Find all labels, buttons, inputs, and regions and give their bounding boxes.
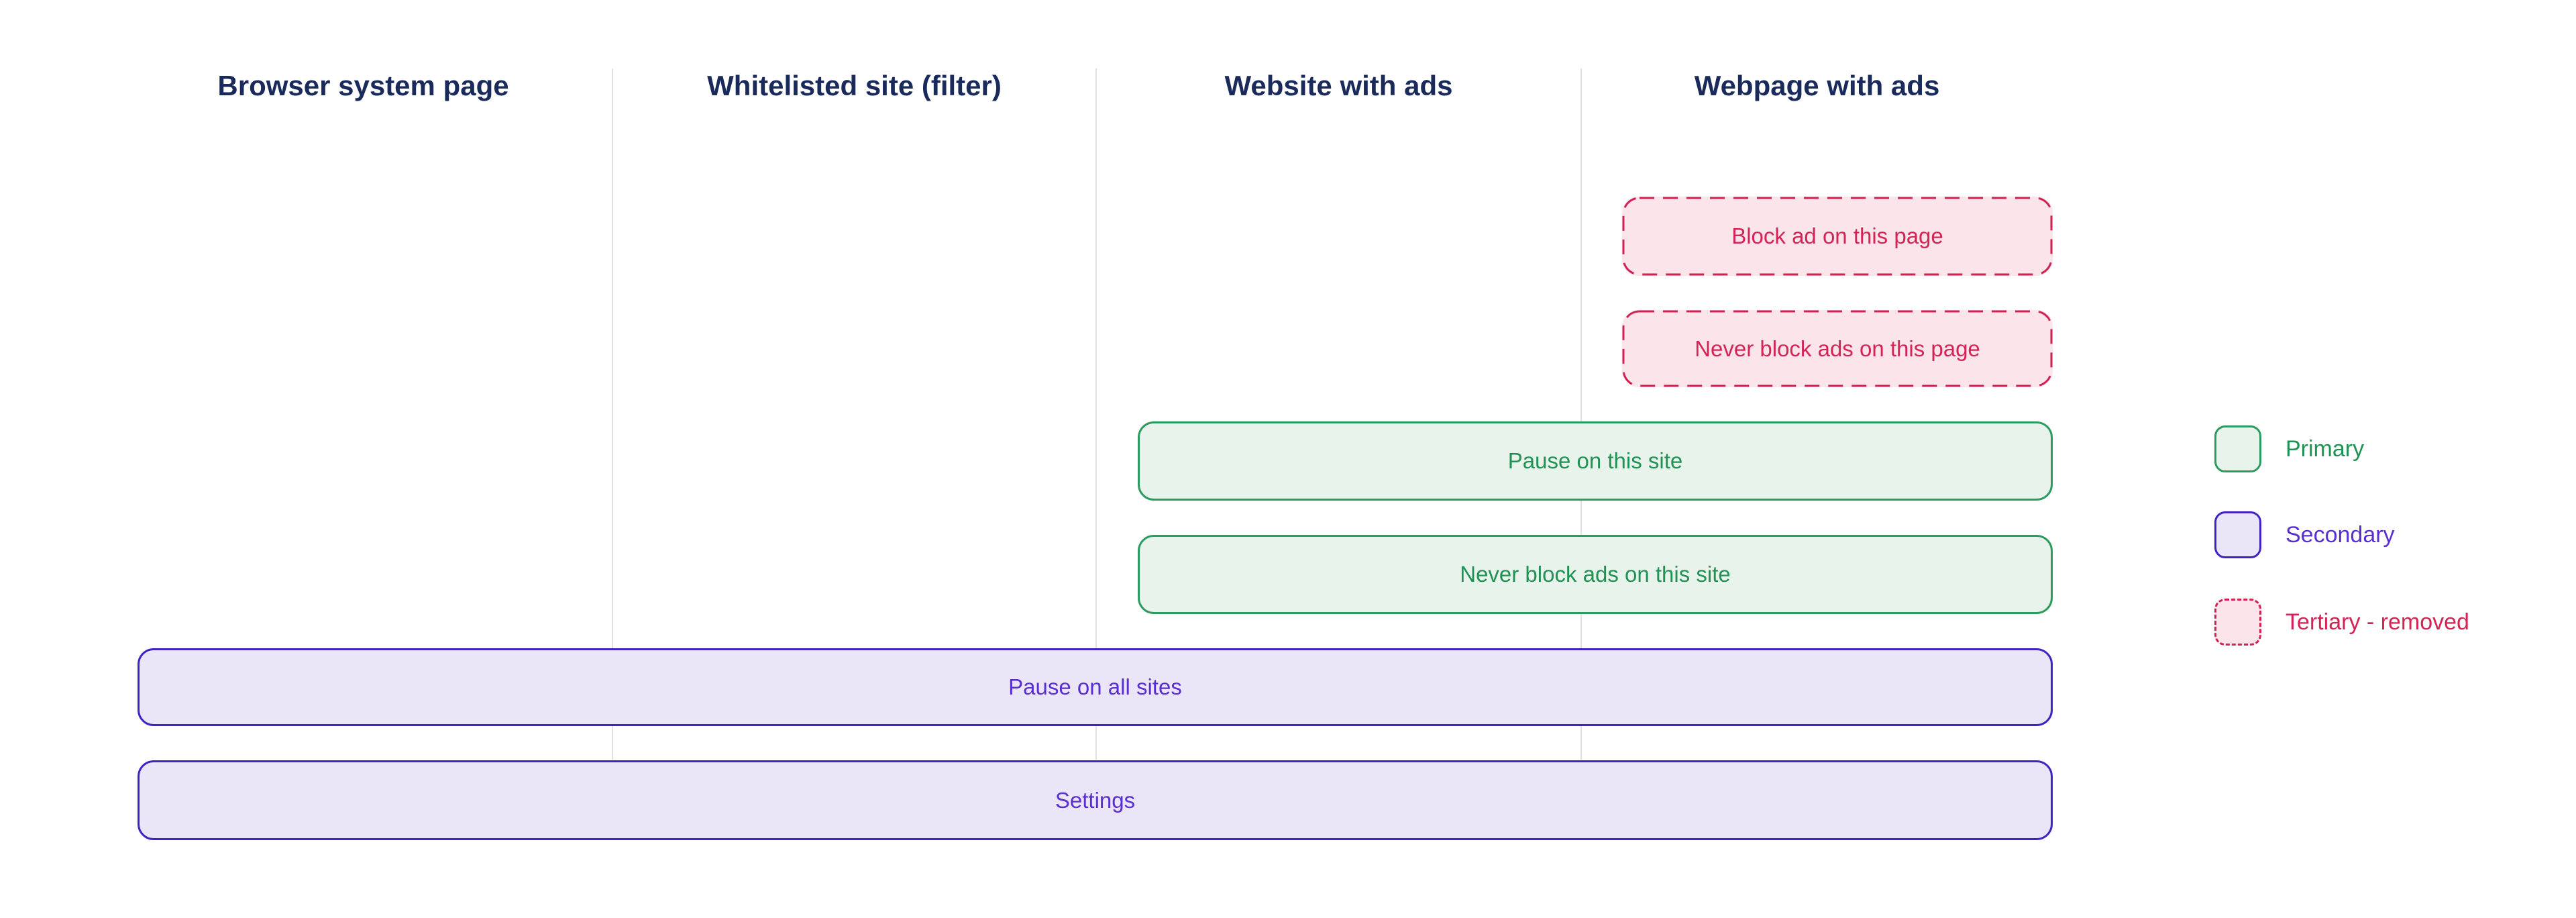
column-header-website-with-ads: Website with ads <box>1224 70 1453 101</box>
settings-button[interactable]: Settings <box>138 760 2053 840</box>
column-divider <box>612 68 613 760</box>
column-divider <box>1095 68 1097 760</box>
block-ad-on-this-page-button[interactable]: Block ad on this page <box>1622 197 2053 276</box>
primary-swatch-icon <box>2214 425 2261 472</box>
legend-label-tertiary: Tertiary - removed <box>2286 609 2469 635</box>
column-header-webpage-with-ads: Webpage with ads <box>1694 70 1940 101</box>
legend-item-primary: Primary <box>2214 425 2364 472</box>
button-label: Never block ads on this page <box>1695 336 1980 361</box>
button-label: Pause on this site <box>1507 448 1683 473</box>
column-header-whitelisted-site: Whitelisted site (filter) <box>707 70 1002 101</box>
column-header-browser-system-page: Browser system page <box>217 70 509 101</box>
never-block-ads-on-this-site-button[interactable]: Never block ads on this site <box>1138 535 2053 614</box>
secondary-swatch-icon <box>2214 511 2261 558</box>
pause-on-this-site-button[interactable]: Pause on this site <box>1138 421 2053 501</box>
pause-on-all-sites-button[interactable]: Pause on all sites <box>138 648 2053 726</box>
legend-label-secondary: Secondary <box>2286 521 2395 548</box>
button-label: Settings <box>1055 787 1136 813</box>
legend-item-tertiary: Tertiary - removed <box>2214 599 2469 646</box>
legend-label-primary: Primary <box>2286 436 2365 462</box>
button-label: Block ad on this page <box>1731 223 1943 248</box>
button-label: Never block ads on this site <box>1460 562 1731 586</box>
legend-item-secondary: Secondary <box>2214 511 2395 558</box>
never-block-ads-on-this-page-button[interactable]: Never block ads on this page <box>1622 310 2053 387</box>
column-divider <box>1580 68 1582 760</box>
button-label: Pause on all sites <box>1008 674 1182 699</box>
tertiary-swatch-icon <box>2214 599 2261 646</box>
